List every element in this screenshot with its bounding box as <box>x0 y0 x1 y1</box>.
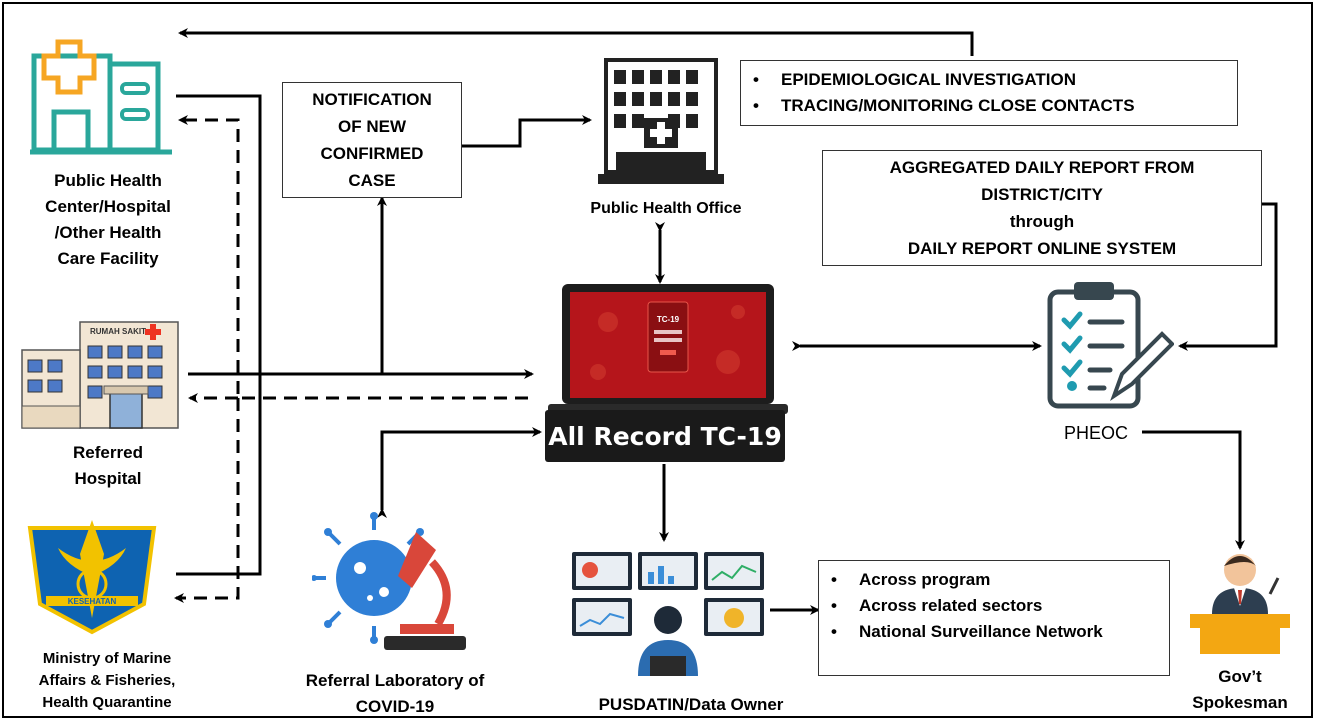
notification-line-1: NOTIFICATION <box>312 90 432 109</box>
across-item-3: National Surveillance Network <box>819 619 1169 645</box>
arrow-notification-to-office <box>462 115 592 148</box>
across-item-1: Across program <box>819 567 1169 593</box>
referred-hospital-label-line-2: Hospital <box>74 469 142 488</box>
aggregated-report-box: AGGREGATED DAILY REPORT FROM DISTRICT/CI… <box>822 150 1262 266</box>
epi-investigation-box: EPIDEMIOLOGICAL INVESTIGATION TRACING/MO… <box>740 60 1238 126</box>
speaker-podium-icon <box>1190 554 1290 654</box>
monitoring-screens-icon <box>572 552 764 676</box>
ministry-label-line-1: Ministry of Marine <box>42 650 172 667</box>
facility-report-bracket <box>176 94 262 576</box>
lab-label-line-1: Referral Laboratory of <box>305 671 485 690</box>
arrow-lab-all-record <box>377 427 542 518</box>
all-record-banner: All Record TC-19 <box>545 410 785 462</box>
pheoc-label: PHEOC <box>1063 423 1128 443</box>
phc-label-line-4: Care Facility <box>57 249 159 268</box>
across-item-2: Across related sectors <box>819 593 1169 619</box>
referred-hospital-label-line-1: Referred <box>73 443 143 462</box>
lab-label-line-2: COVID-19 <box>355 697 435 716</box>
public-health-office-label: Public Health Office <box>590 200 742 217</box>
phc-label-line-3: /Other Health <box>54 223 162 242</box>
phc-label-line-2: Center/Hospital <box>45 197 171 216</box>
notification-line-2: OF NEW <box>338 117 406 136</box>
aggregated-line-4: DAILY REPORT ONLINE SYSTEM <box>907 239 1177 258</box>
epi-item-1: EPIDEMIOLOGICAL INVESTIGATION <box>741 67 1237 93</box>
health-quarantine-emblem-icon: KESEHATAN <box>27 520 157 635</box>
epi-item-2: TRACING/MONITORING CLOSE CONTACTS <box>741 93 1237 119</box>
aggregated-line-2: DISTRICT/CITY <box>981 185 1103 204</box>
laptop-icon: TC-19 <box>548 284 788 414</box>
referred-hospital-label: Referred Hospital <box>18 440 198 492</box>
ministry-label-line-3: Health Quarantine <box>42 694 172 711</box>
spokesman-label-line-2: Spokesman <box>1192 693 1288 712</box>
hospital-building-icon <box>30 39 172 155</box>
feedback-dashed-to-ministry <box>174 398 240 603</box>
notification-line-3: CONFIRMED <box>320 144 424 163</box>
office-building-icon <box>598 58 724 184</box>
emblem-ribbon-text: KESEHATAN <box>68 597 117 606</box>
arrow-pheoc-to-spokesman <box>1142 430 1245 550</box>
clipboard-checklist-icon <box>1047 282 1174 409</box>
phc-label: Public Health Center/Hospital /Other Hea… <box>18 168 198 272</box>
pusdatin-label: PUSDATIN/Data Owner <box>598 695 784 714</box>
phc-label-line-1: Public Health <box>54 171 162 190</box>
aggregated-line-1: AGGREGATED DAILY REPORT FROM <box>889 158 1195 177</box>
notification-line-4: CASE <box>348 171 396 190</box>
notification-box: NOTIFICATION OF NEW CONFIRMED CASE <box>282 82 462 198</box>
ministry-label-line-2: Affairs & Fisheries, <box>38 672 176 689</box>
spokesman-label-line-1: Gov’t <box>1218 667 1262 686</box>
laptop-screen-title: TC-19 <box>657 315 680 324</box>
referred-hospital-sign: RUMAH SAKIT <box>90 327 146 336</box>
aggregated-line-3: through <box>1009 212 1075 231</box>
ministry-label: Ministry of Marine Affairs & Fisheries, … <box>14 648 200 714</box>
across-sectors-box: Across program Across related sectors Na… <box>818 560 1170 676</box>
feedback-dashed-bracket <box>178 115 528 400</box>
spokesman-label: Gov’t Spokesman <box>1178 664 1302 716</box>
referred-hospital-icon: RUMAH SAKIT <box>21 321 179 429</box>
lab-label: Referral Laboratory of COVID-19 <box>270 668 520 720</box>
feedback-arrow-to-phc <box>178 28 974 56</box>
virus-microscope-icon <box>312 512 466 650</box>
arrow-aggregated-to-pheoc <box>1178 202 1278 351</box>
